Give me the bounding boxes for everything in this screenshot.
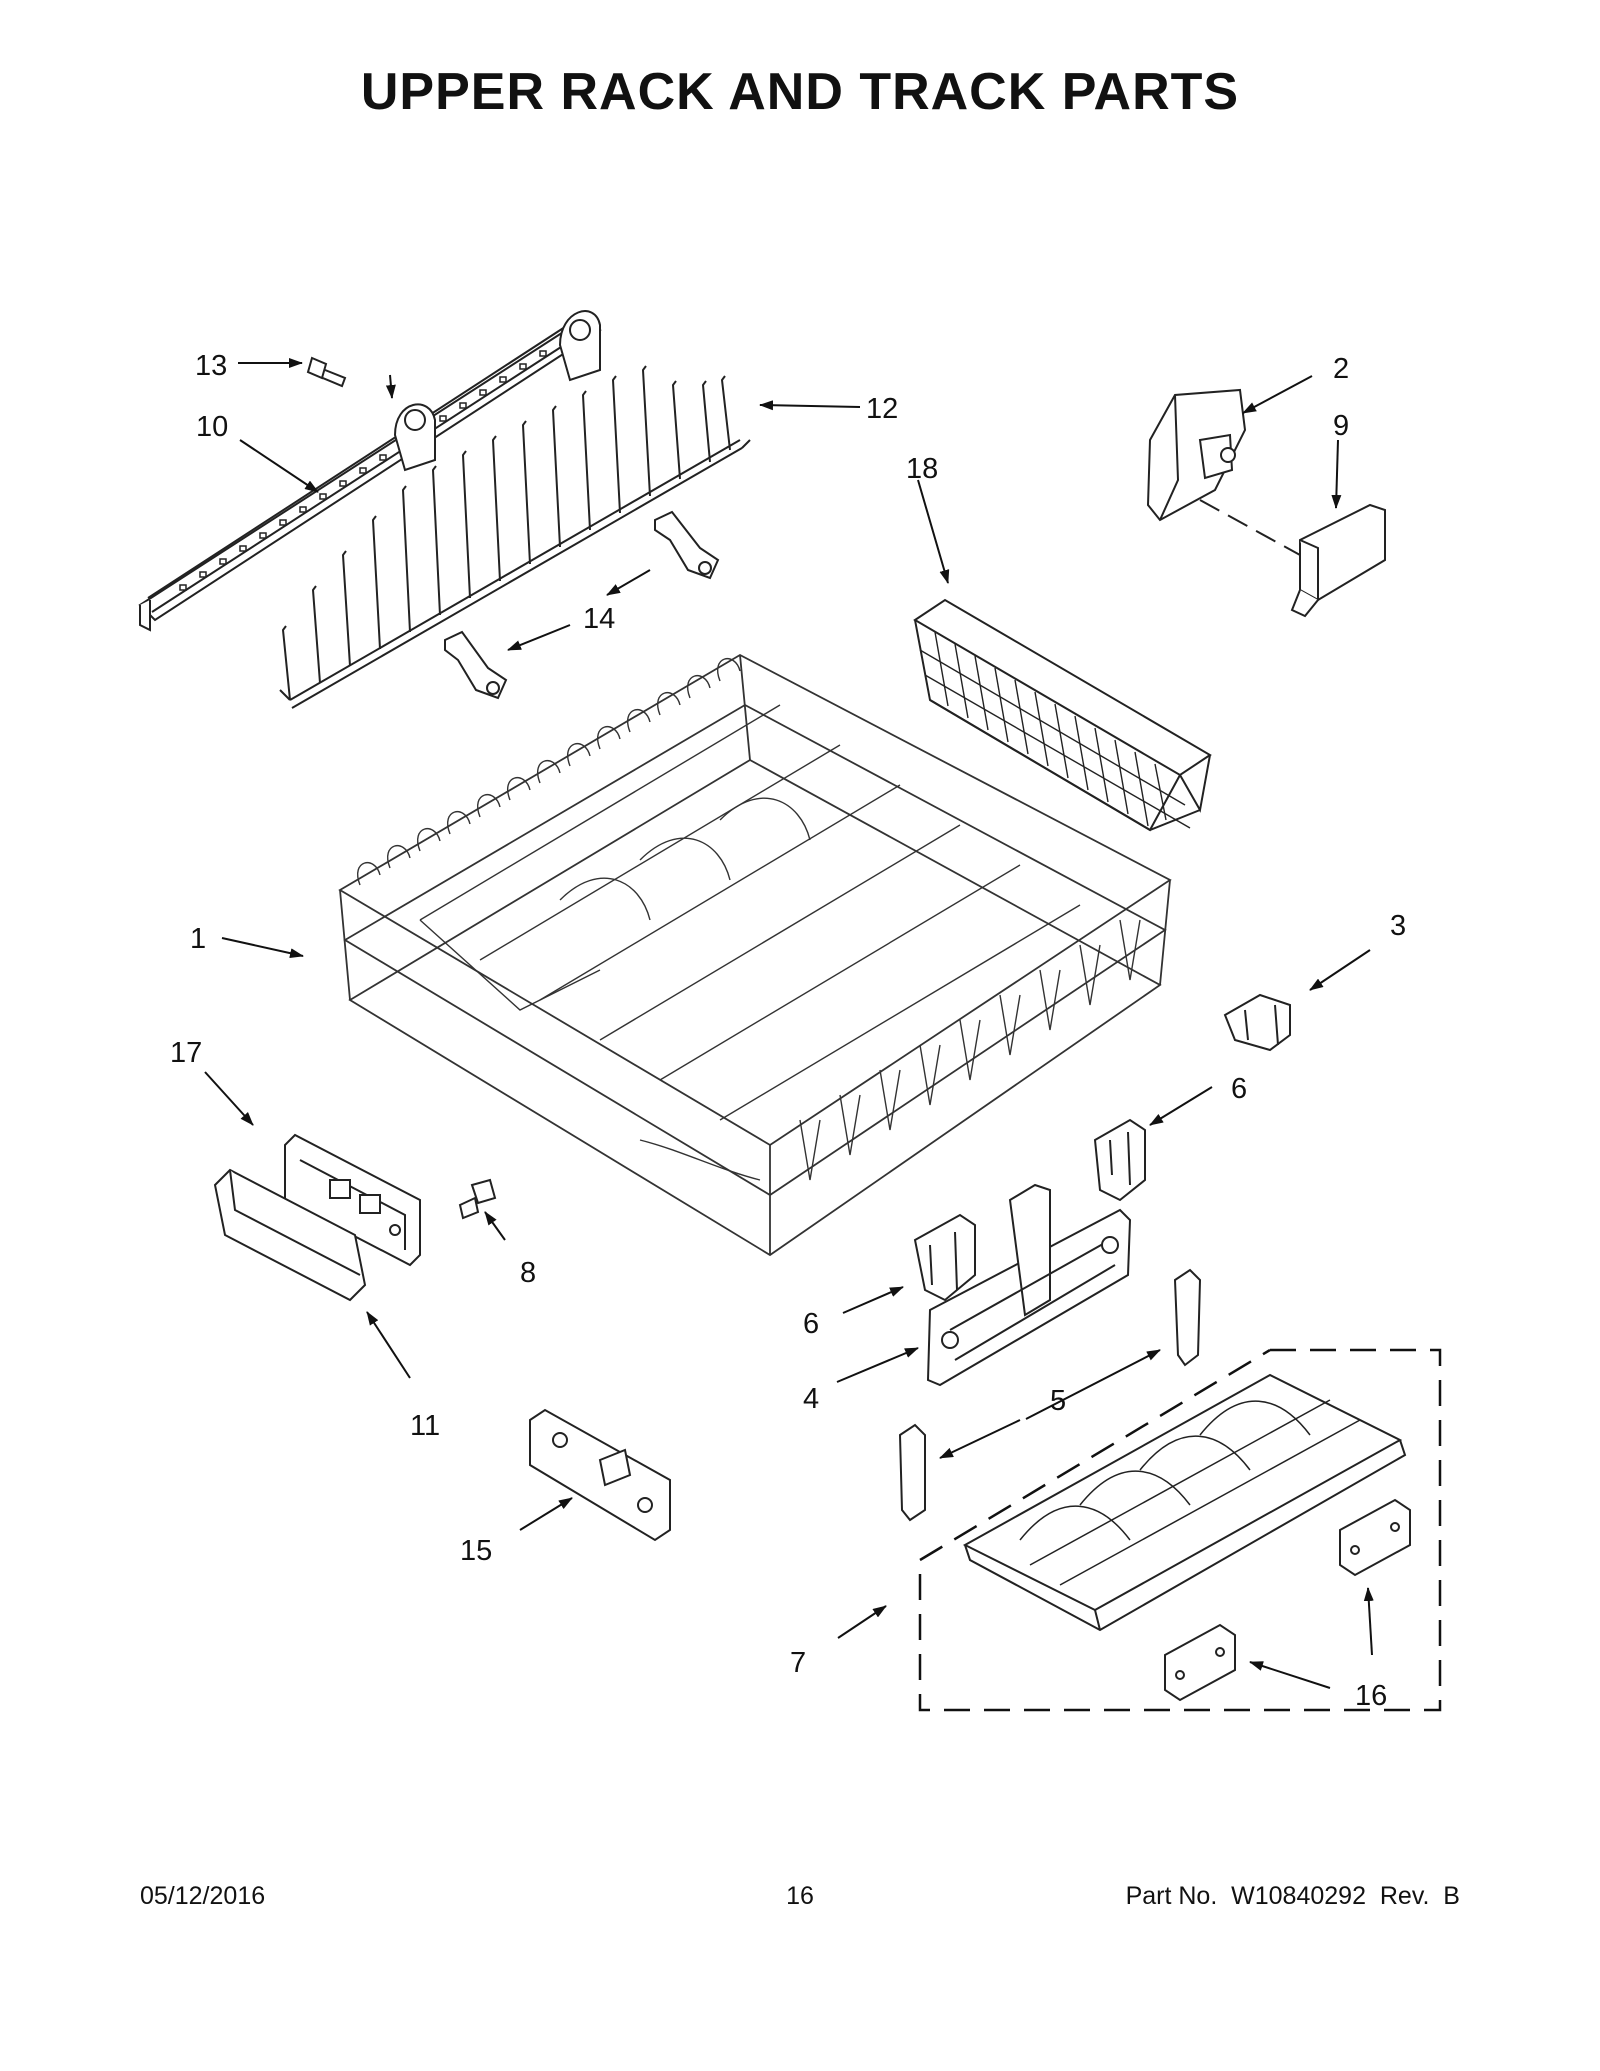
callout-3: 3	[1390, 910, 1406, 942]
clip-part-14-upper	[655, 512, 718, 578]
callout-6-upper: 6	[1231, 1073, 1247, 1105]
adjuster-part-4	[928, 1185, 1130, 1385]
leader-arrows	[204, 358, 1374, 1689]
callout-9: 9	[1333, 410, 1349, 442]
page-title: UPPER RACK AND TRACK PARTS	[360, 63, 1240, 121]
screw-part-8	[460, 1180, 495, 1218]
callout-6-lower: 6	[803, 1308, 819, 1340]
tine-row-part-12	[280, 366, 750, 708]
clip-part-3	[1225, 995, 1290, 1050]
upper-rack-part-1	[340, 655, 1170, 1255]
callout-17: 17	[170, 1037, 202, 1069]
clip-part-5-left	[900, 1425, 925, 1520]
callout-14: 14	[583, 603, 615, 635]
callout-7: 7	[790, 1647, 806, 1679]
footer-date: 05/12/2016	[140, 1882, 266, 1910]
screw-part-13	[308, 358, 345, 386]
callout-11: 11	[410, 1410, 440, 1442]
callout-18: 18	[906, 453, 938, 485]
callout-8: 8	[520, 1257, 536, 1289]
callout-15: 15	[460, 1535, 492, 1567]
bracket-part-2	[1148, 390, 1245, 520]
callout-13: 13	[195, 350, 227, 382]
assembly-boundary-part-7	[920, 1350, 1440, 1710]
tray-part-7	[965, 1375, 1405, 1630]
clip-part-14-lower	[445, 632, 506, 698]
bracket-part-15	[530, 1410, 670, 1540]
track-rail-assembly	[140, 311, 600, 630]
callout-labels: 13 10 12 2 9 18 14 1 3 17 6 8 6 5 4 11 1…	[170, 350, 1406, 1712]
callout-1: 1	[190, 923, 206, 955]
footer-page-number: 16	[786, 1882, 814, 1910]
dashed-leader-2-9	[1199, 499, 1301, 556]
footer-part-number: Part No. W10840292 Rev. B	[1125, 1882, 1460, 1910]
callout-2: 2	[1333, 353, 1349, 385]
clip-part-5-right	[1175, 1270, 1200, 1365]
clip-part-16-left	[1165, 1625, 1235, 1700]
clip-part-16-right	[1340, 1500, 1410, 1575]
basket-part-18	[915, 600, 1210, 830]
callout-12: 12	[866, 393, 898, 425]
callout-10: 10	[196, 411, 228, 443]
clip-part-6-lower	[915, 1215, 975, 1300]
clip-part-9	[1292, 505, 1385, 616]
handle-part-11	[215, 1170, 365, 1300]
clip-part-6-upper	[1095, 1120, 1145, 1200]
callout-16: 16	[1355, 1680, 1387, 1712]
callout-4: 4	[803, 1383, 819, 1415]
callout-5: 5	[1050, 1385, 1066, 1417]
